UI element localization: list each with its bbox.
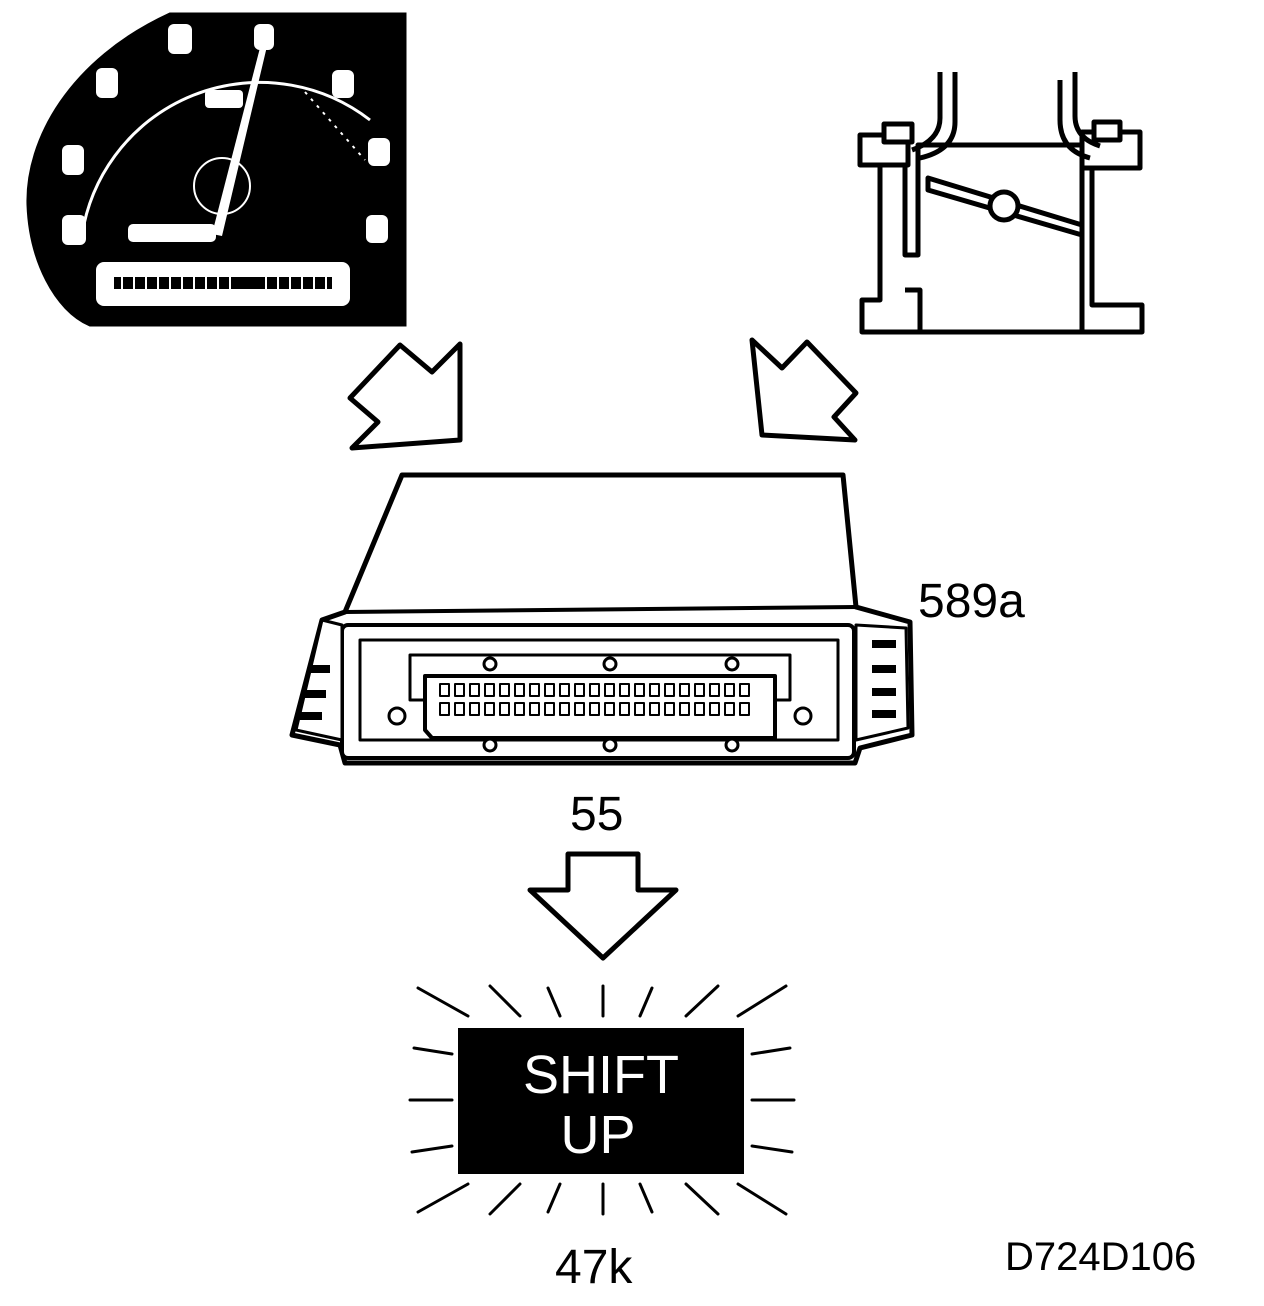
lamp-reference-label: 47k (555, 1241, 633, 1294)
lamp-panel (458, 1028, 744, 1174)
arrow-icon (527, 851, 679, 961)
ecu-reference-label: 589a (918, 575, 1025, 628)
light-rays (408, 984, 796, 1216)
arrow-icon (749, 337, 859, 443)
tachometer-icon (26, 12, 407, 327)
connector-reference-label: 55 (570, 788, 623, 841)
arrow-icon (347, 341, 463, 451)
lamp-text-line1: SHIFT (523, 1045, 679, 1105)
figure-code: D724D106 (1005, 1235, 1196, 1279)
throttle-linkage-icon (857, 72, 1145, 335)
lamp-text-line2: UP (560, 1105, 635, 1165)
control-unit-icon (289, 472, 915, 766)
shift-up-lamp-icon: SHIFT UP (408, 984, 796, 1216)
